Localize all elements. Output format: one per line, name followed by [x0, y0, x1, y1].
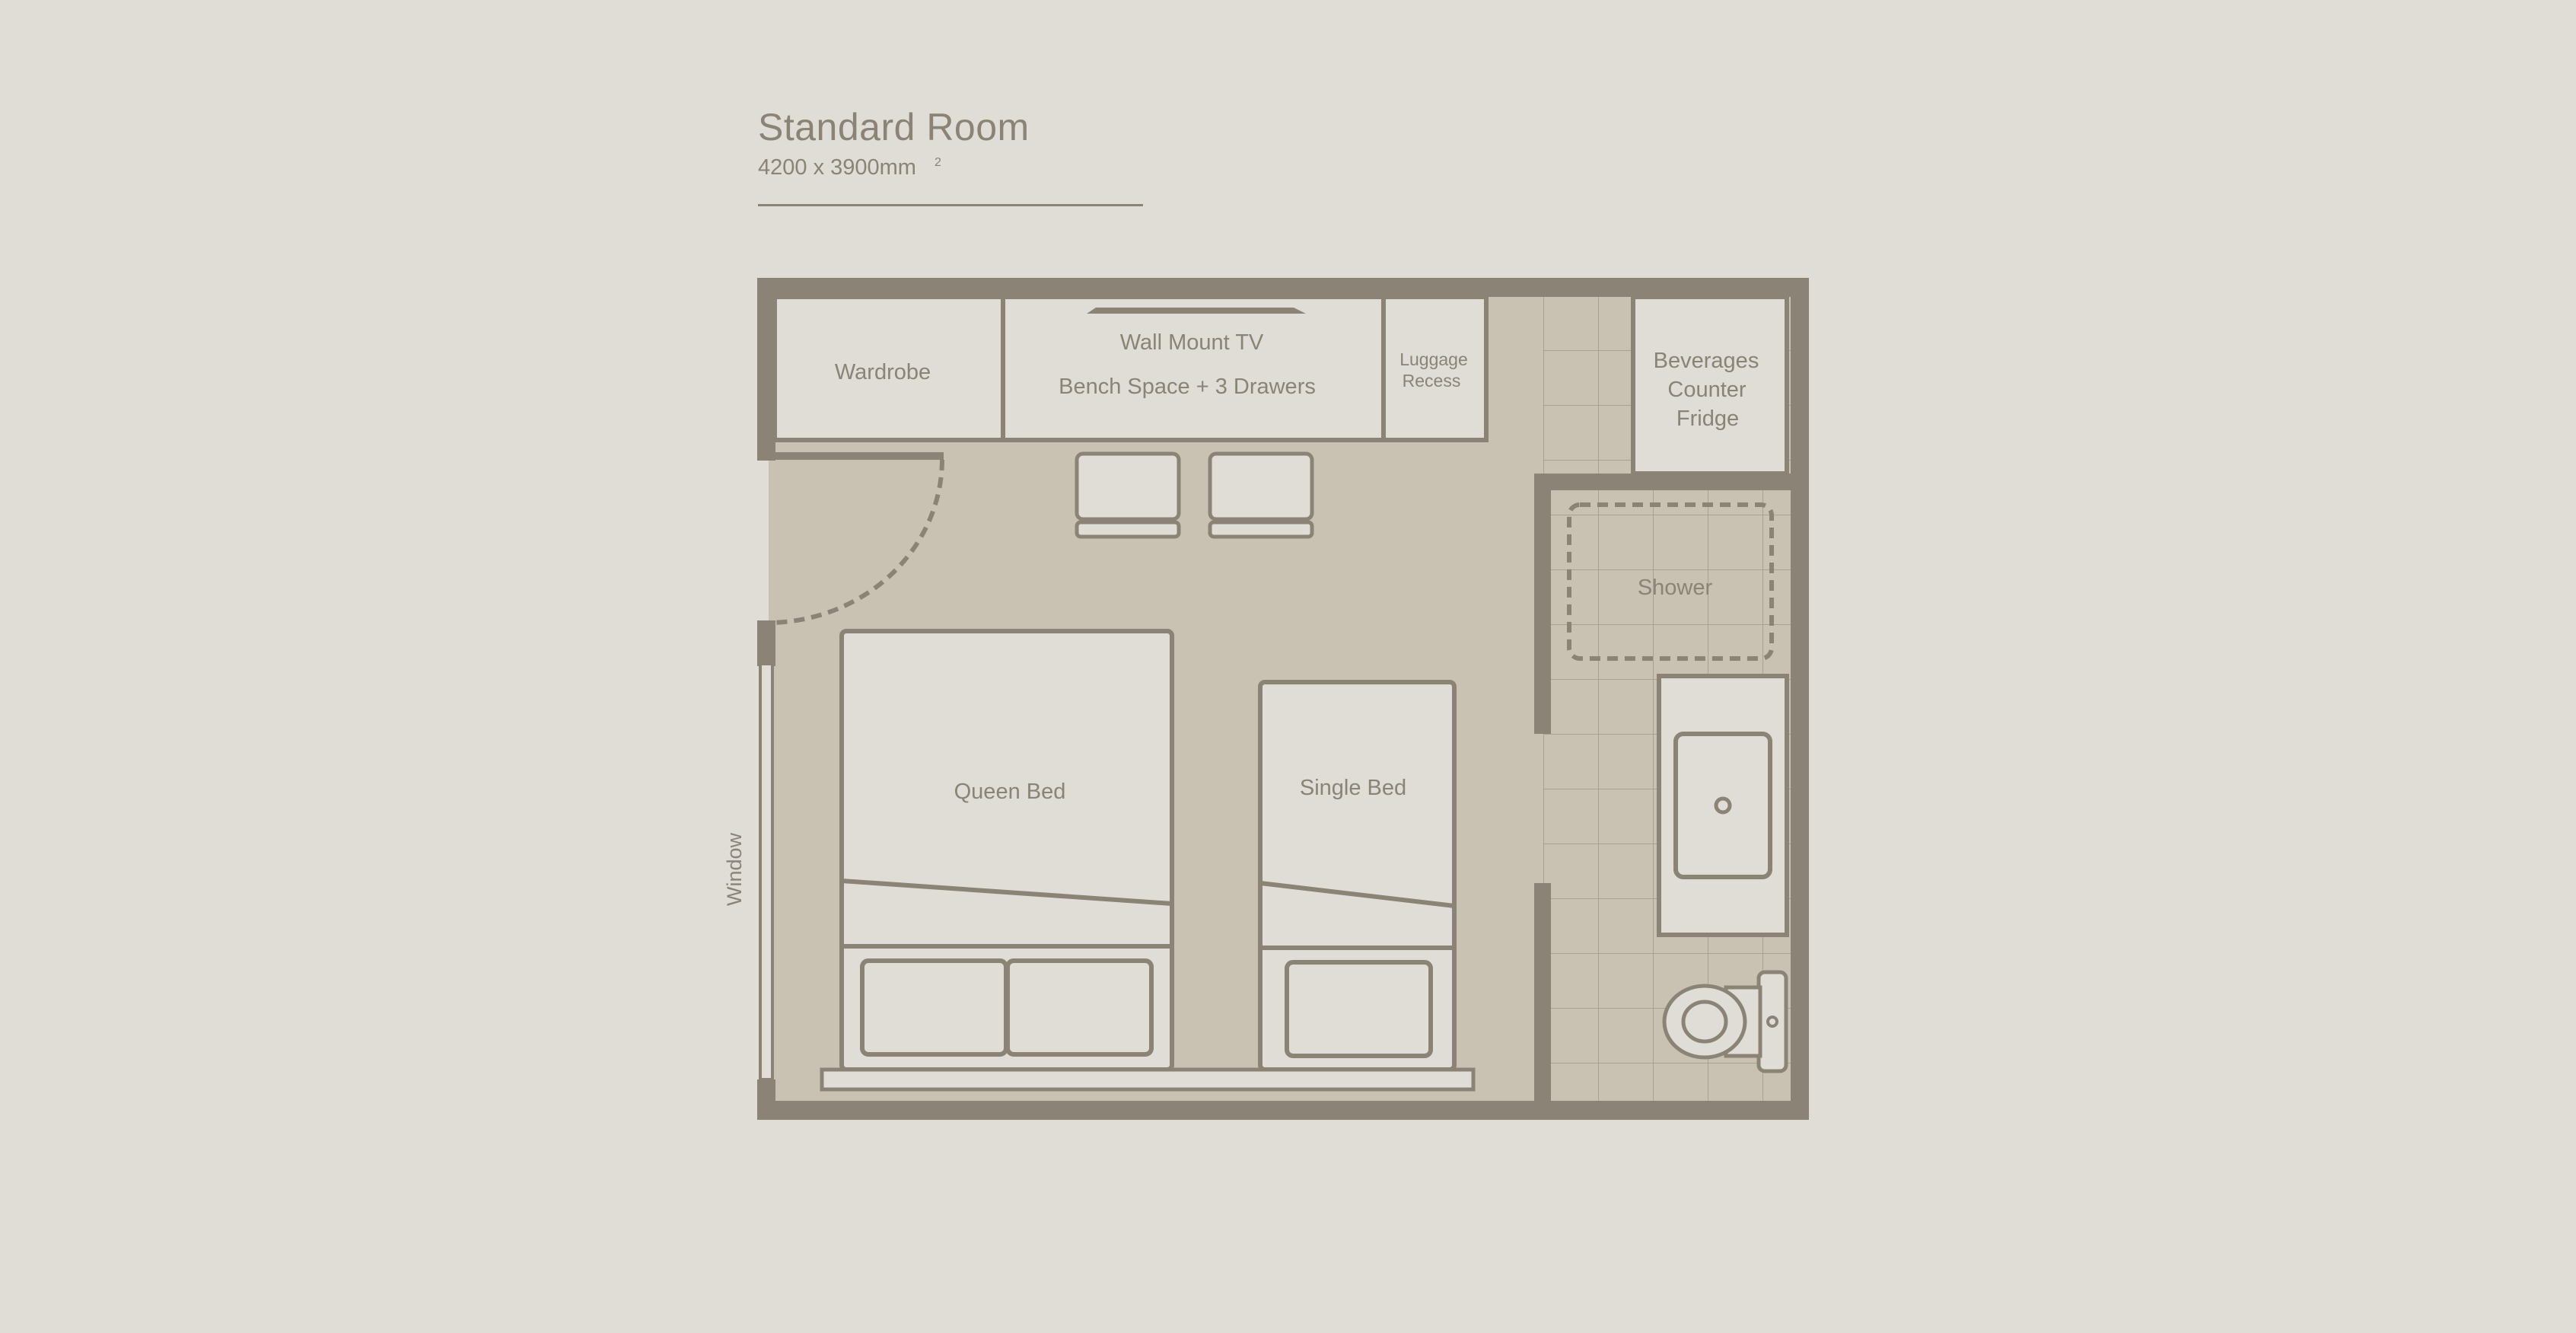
wall-left-base [757, 1079, 775, 1120]
recess-label: Recess [1403, 371, 1461, 391]
toilet-seat [1681, 1000, 1728, 1044]
bench-cabinet [1001, 295, 1386, 442]
queen-bed-label: Queen Bed [954, 780, 1066, 804]
chair-seat [1208, 451, 1314, 521]
window-label: Window [723, 832, 746, 906]
pillow [1285, 960, 1433, 1058]
door-swing-arc [768, 459, 944, 625]
counter-label: Counter [1667, 378, 1747, 402]
queen-bed-blanket-fold [841, 879, 1173, 906]
wall-top [757, 278, 1809, 297]
bedhead-shelf [820, 1067, 1476, 1092]
beverages-label: Beverages [1654, 349, 1759, 373]
wall-right [1791, 278, 1809, 1120]
bathroom-wall-top [1534, 474, 1793, 490]
pillow [1005, 958, 1154, 1057]
luggage-label: Luggage [1399, 349, 1468, 369]
basin-drain [1714, 796, 1732, 815]
chair-seat [1075, 451, 1181, 521]
dimensions-text: 4200 x 3900mm [758, 155, 916, 180]
toilet-cistern [1756, 970, 1788, 1073]
single-bed-label: Single Bed [1300, 776, 1406, 800]
flush-button [1766, 1016, 1778, 1028]
wall-mount-tv [1087, 308, 1306, 314]
chair-back [1075, 520, 1181, 539]
plan-heading: Standard Room 4200 x 3900mm 2 [758, 105, 1143, 206]
dimensions-superscript: 2 [934, 156, 941, 170]
wall-bottom [757, 1101, 1809, 1120]
basin [1673, 732, 1772, 879]
pillow [860, 958, 1008, 1057]
shower-label: Shower [1638, 576, 1713, 600]
window-frame [759, 662, 774, 1081]
chair-back [1208, 520, 1314, 539]
wall-left-lower [757, 620, 775, 666]
room-dimensions: 4200 x 3900mm 2 [758, 155, 1143, 180]
beverages-counter [1631, 295, 1789, 476]
bathroom-wall-left-lower [1534, 883, 1551, 1104]
wardrobe-label: Wardrobe [835, 360, 931, 384]
shower-tray [1567, 502, 1774, 661]
wall-mount-tv-label: Wall Mount TV [1120, 330, 1264, 355]
heading-underline [758, 204, 1143, 206]
luggage-recess [1381, 295, 1489, 442]
door-leaf [769, 452, 944, 460]
bathroom-wall-left-upper [1534, 474, 1551, 734]
fridge-label: Fridge [1676, 407, 1739, 431]
bench-space-label: Bench Space + 3 Drawers [1059, 375, 1316, 399]
single-bed-blanket-fold [1259, 881, 1455, 908]
page-title: Standard Room [758, 106, 1030, 148]
